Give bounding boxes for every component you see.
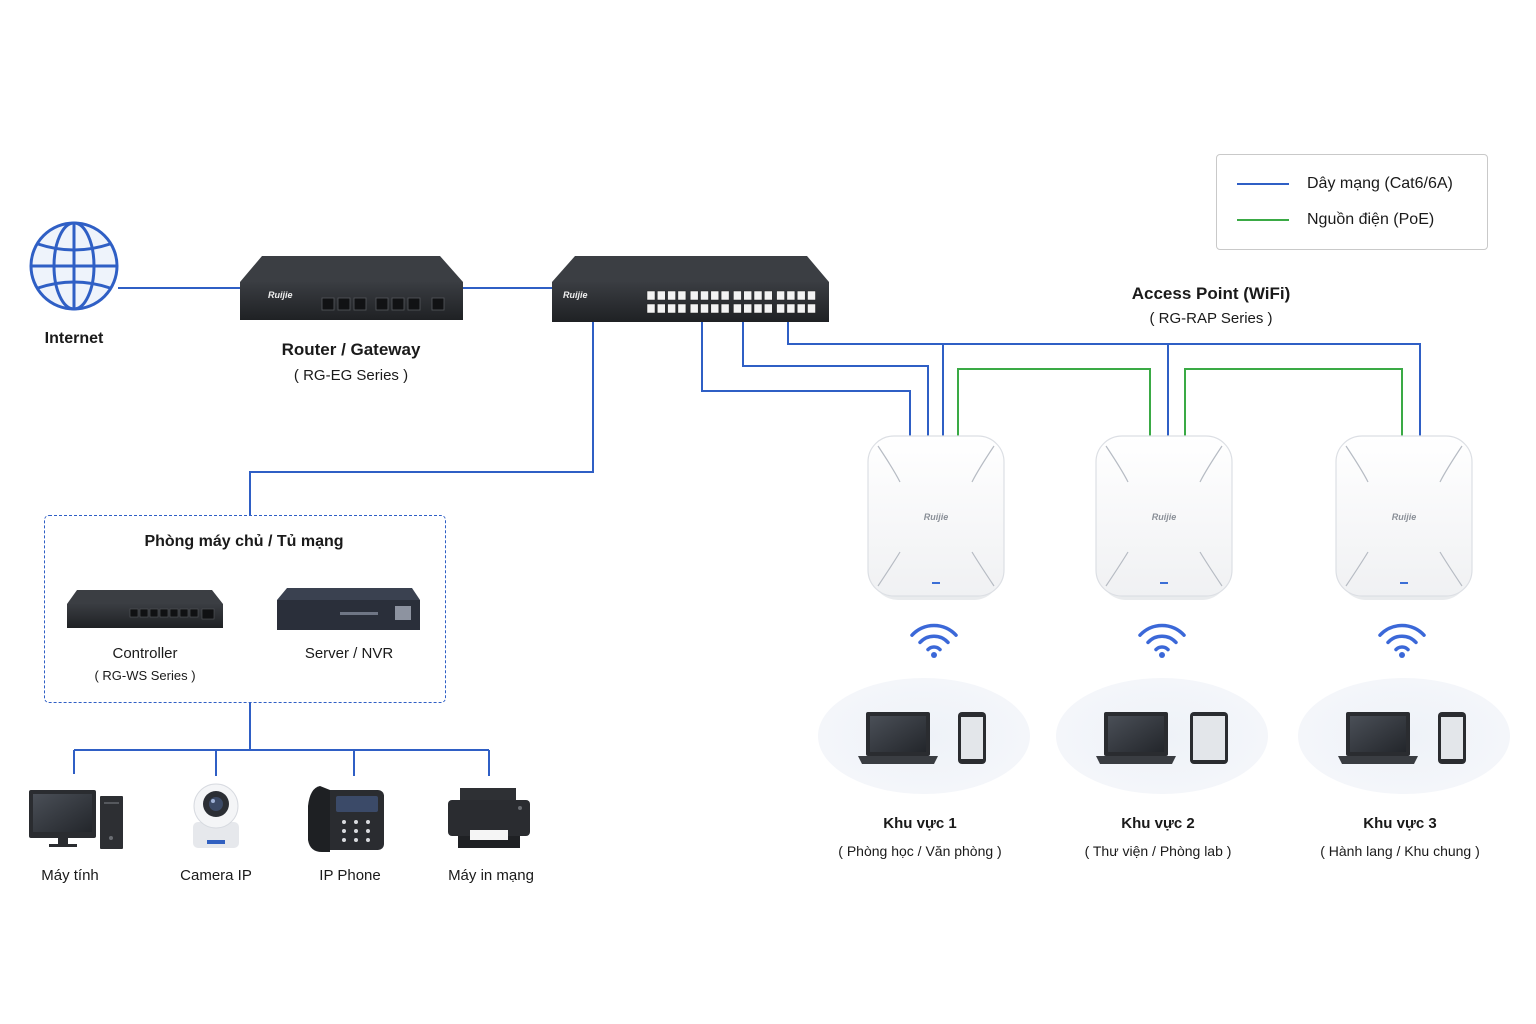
wifi-icon bbox=[910, 623, 958, 658]
endpoint-label-computer: Máy tính bbox=[41, 867, 99, 884]
zone-3-devices bbox=[1298, 678, 1510, 794]
switch-port bbox=[720, 290, 730, 301]
access-point-1: Ruijie bbox=[867, 435, 1005, 600]
controller-title: Controller bbox=[112, 645, 178, 662]
zone-3-name: Khu vực 3 bbox=[1363, 815, 1437, 832]
switch-port bbox=[657, 303, 666, 314]
laptop-icon bbox=[1338, 712, 1418, 764]
zone-3-desc: ( Hành lang / Khu chung ) bbox=[1320, 843, 1480, 859]
switch-port bbox=[776, 290, 785, 301]
router-device: Ruijie bbox=[240, 256, 463, 320]
server-nvr-title: Server / NVR bbox=[304, 645, 394, 662]
switch-port bbox=[796, 290, 806, 301]
internet-label: Internet bbox=[44, 330, 104, 347]
switch-port bbox=[807, 303, 816, 314]
zone-2-desc: ( Thư viện / Phòng lab ) bbox=[1084, 843, 1232, 859]
switch-port bbox=[786, 303, 796, 314]
switch-port bbox=[710, 303, 720, 314]
legend-swatch-network-cable bbox=[1237, 183, 1289, 185]
server-room-box bbox=[44, 515, 446, 703]
smartphone-icon bbox=[958, 712, 986, 764]
switch-port bbox=[753, 303, 763, 314]
cable-switch-ap-trunk bbox=[787, 322, 1421, 436]
switch-port bbox=[733, 303, 742, 314]
access-point-title: Access Point (WiFi) bbox=[1131, 284, 1291, 303]
zone-1-desc: ( Phòng học / Văn phòng ) bbox=[838, 843, 1002, 859]
smartphone-icon bbox=[1438, 712, 1466, 764]
wifi-icon bbox=[1378, 623, 1426, 658]
legend-label-poe: Nguồn điện (PoE) bbox=[1307, 211, 1435, 228]
router-series: ( RG-EG Series ) bbox=[293, 367, 409, 384]
endpoint-label-camera: Camera IP bbox=[180, 867, 252, 884]
cable-switch-serverroom bbox=[249, 322, 594, 515]
switch-port bbox=[796, 303, 806, 314]
server-nvr-device bbox=[277, 588, 420, 630]
laptop-icon bbox=[858, 712, 938, 764]
switch-port bbox=[689, 290, 699, 301]
switch-port bbox=[646, 290, 656, 301]
poe-ap1 bbox=[957, 368, 1151, 436]
access-point-brand: Ruijie bbox=[924, 512, 949, 522]
legend: Dây mạng (Cat6/6A) Nguồn điện (PoE) bbox=[1216, 154, 1488, 250]
switch-port bbox=[764, 290, 773, 301]
switch-port bbox=[646, 303, 656, 314]
ip-phone-icon bbox=[308, 786, 384, 852]
endpoint-label-printer: Máy in mạng bbox=[448, 867, 534, 884]
access-point-series: ( RG-RAP Series ) bbox=[1149, 310, 1273, 327]
globe-icon bbox=[29, 221, 119, 311]
router-brand: Ruijie bbox=[268, 290, 293, 300]
switch-port bbox=[733, 290, 742, 301]
access-point-brand: Ruijie bbox=[1392, 512, 1417, 522]
switch-port bbox=[743, 290, 752, 301]
legend-item-poe: Nguồn điện (PoE) bbox=[1237, 211, 1434, 229]
switch-port bbox=[700, 303, 709, 314]
network-cables bbox=[73, 287, 1421, 776]
switch-port bbox=[720, 303, 730, 314]
switch-port bbox=[667, 303, 676, 314]
cable-switch-ap1-a bbox=[701, 322, 911, 436]
endpoint-label-phone: IP Phone bbox=[319, 867, 381, 884]
switch-port bbox=[677, 303, 687, 314]
controller-device bbox=[67, 590, 223, 628]
wifi-icon bbox=[1138, 623, 1186, 658]
switch-port bbox=[667, 290, 676, 301]
switch-port bbox=[743, 303, 752, 314]
zone-2-devices bbox=[1056, 678, 1268, 794]
laptop-icon bbox=[1096, 712, 1176, 764]
access-point-2: Ruijie bbox=[1095, 435, 1233, 600]
switch-port bbox=[786, 290, 796, 301]
tablet-icon bbox=[1190, 712, 1228, 764]
switch-port bbox=[807, 290, 816, 301]
controller-series: ( RG-WS Series ) bbox=[94, 668, 196, 683]
zone-2-name: Khu vực 2 bbox=[1121, 815, 1195, 832]
legend-swatch-poe bbox=[1237, 219, 1289, 221]
access-point-brand: Ruijie bbox=[1152, 512, 1177, 522]
access-point-3: Ruijie bbox=[1335, 435, 1473, 600]
switch-port bbox=[700, 290, 709, 301]
switch-port bbox=[710, 290, 720, 301]
zone-group bbox=[818, 678, 1510, 794]
switch-port bbox=[776, 303, 785, 314]
desktop-computer-icon bbox=[29, 790, 123, 849]
switch-device: Ruijie bbox=[552, 256, 829, 322]
switch-brand: Ruijie bbox=[563, 290, 588, 300]
poe-cables bbox=[957, 368, 1403, 436]
network-printer-icon bbox=[448, 788, 530, 848]
switch-port bbox=[677, 290, 687, 301]
ip-camera-icon bbox=[193, 783, 239, 848]
access-point-group: Ruijie Ruijie Ruijie bbox=[867, 435, 1473, 658]
legend-item-network-cable: Dây mạng (Cat6/6A) bbox=[1237, 175, 1453, 193]
poe-ap2 bbox=[1184, 368, 1403, 436]
switch-port bbox=[689, 303, 699, 314]
switch-port bbox=[657, 290, 666, 301]
router-title: Router / Gateway bbox=[281, 340, 421, 359]
zone-1-devices bbox=[818, 678, 1030, 794]
server-room-title: Phòng máy chủ / Tủ mạng bbox=[144, 533, 344, 550]
cable-switch-ap1-b bbox=[742, 322, 929, 436]
switch-port bbox=[764, 303, 773, 314]
zone-1-name: Khu vực 1 bbox=[883, 815, 957, 832]
switch-port bbox=[753, 290, 763, 301]
legend-label-network-cable: Dây mạng (Cat6/6A) bbox=[1307, 175, 1453, 192]
